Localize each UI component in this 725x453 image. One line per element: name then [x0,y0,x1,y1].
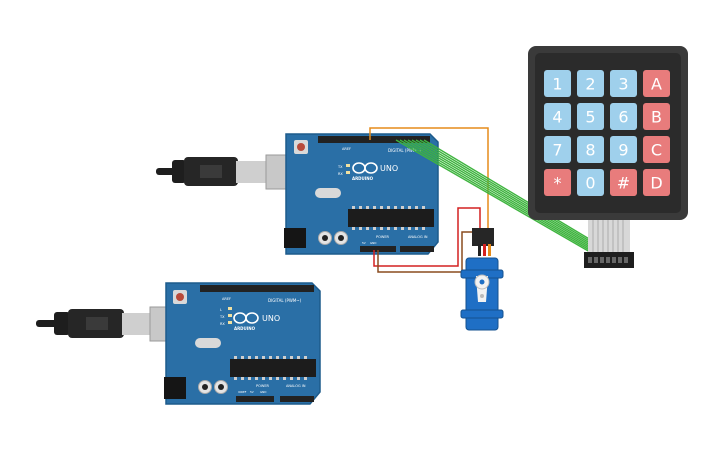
atmega-chip [348,209,434,227]
power-header [360,246,396,252]
analog-header [400,246,434,252]
keypad-4x4[interactable]: 1 2 3 A 4 5 6 B 7 8 9 C * 0 # D [528,46,688,268]
svg-text:TX: TX [219,315,225,319]
key-label: D [650,174,662,193]
key-label: 5 [585,108,595,127]
key-label: 2 [585,75,595,94]
svg-text:AREF: AREF [342,147,351,151]
key-label: # [617,174,630,193]
key-0[interactable]: 0 [577,169,604,196]
key-b[interactable]: B [643,103,670,130]
key-3[interactable]: 3 [610,70,637,97]
svg-text:5V: 5V [362,241,366,245]
key-label: C [651,141,662,160]
usb-cable-top[interactable] [156,154,307,190]
key-8[interactable]: 8 [577,136,604,163]
key-2[interactable]: 2 [577,70,604,97]
servo-motor[interactable] [460,228,504,331]
arduino-uno-bottom-board[interactable]: DIGITAL (PWM~) AREF UNO ARDUINO TX RX L … [164,282,321,405]
keypad-wire-bus[interactable] [395,139,612,253]
uno-label: UNO [262,314,280,323]
analog-header [280,396,314,402]
key-1[interactable]: 1 [544,70,571,97]
key-label: 4 [552,108,562,127]
power-jack [164,377,186,399]
digital-header [318,136,430,143]
keypad-ribbon [588,220,630,252]
svg-text:RX: RX [220,322,225,326]
brand-label: ARDUINO [234,326,256,331]
svg-text:GND: GND [260,390,266,394]
arduino-uno-top-board[interactable]: DIGITAL (PWM~) AREF UNO ARDUINO TX RX [284,133,439,255]
atmega-chip [230,359,316,377]
crystal [195,338,221,348]
key-4[interactable]: 4 [544,103,571,130]
keypad-keys: 1 2 3 A 4 5 6 B 7 8 9 C * 0 # D [544,70,670,196]
analog-label: ANALOG IN [286,384,306,388]
key-label: 6 [618,108,628,127]
key-9[interactable]: 9 [610,136,637,163]
digital-label: DIGITAL (PWM~) [268,298,302,303]
arduino-logo-icon [352,162,378,174]
key-label: 8 [585,141,595,160]
svg-text:GND: GND [370,241,376,245]
power-jack [284,228,306,248]
key-7[interactable]: 7 [544,136,571,163]
svg-text:IOREF: IOREF [238,390,247,394]
digital-label: DIGITAL (PWM~) [388,148,422,153]
key-star[interactable]: * [544,169,571,196]
svg-text:TX: TX [337,165,343,169]
svg-text:L: L [220,308,222,312]
key-label: A [651,75,662,94]
key-a[interactable]: A [643,70,670,97]
digital-header [200,285,314,292]
key-label: 0 [585,174,595,193]
key-d[interactable]: D [643,169,670,196]
arduino-logo-icon [233,312,259,324]
analog-label: ANALOG IN [408,235,428,239]
power-label: POWER [376,235,390,239]
power-header [236,396,274,402]
svg-text:RX: RX [338,172,343,176]
key-label: B [651,108,662,127]
brand-label: ARDUINO [352,176,374,181]
svg-text:5V: 5V [250,390,254,394]
key-label: * [554,174,562,193]
key-5[interactable]: 5 [577,103,604,130]
svg-text:AREF: AREF [222,297,231,301]
servo-connector [472,228,494,246]
key-hash[interactable]: # [610,169,637,196]
key-label: 7 [552,141,562,160]
key-label: 9 [618,141,628,160]
key-label: 1 [552,75,562,94]
uno-label: UNO [380,164,398,173]
key-label: 3 [618,75,628,94]
power-label: POWER [256,384,270,388]
wire-red[interactable] [373,207,481,267]
key-c[interactable]: C [643,136,670,163]
key-6[interactable]: 6 [610,103,637,130]
crystal [315,188,341,198]
